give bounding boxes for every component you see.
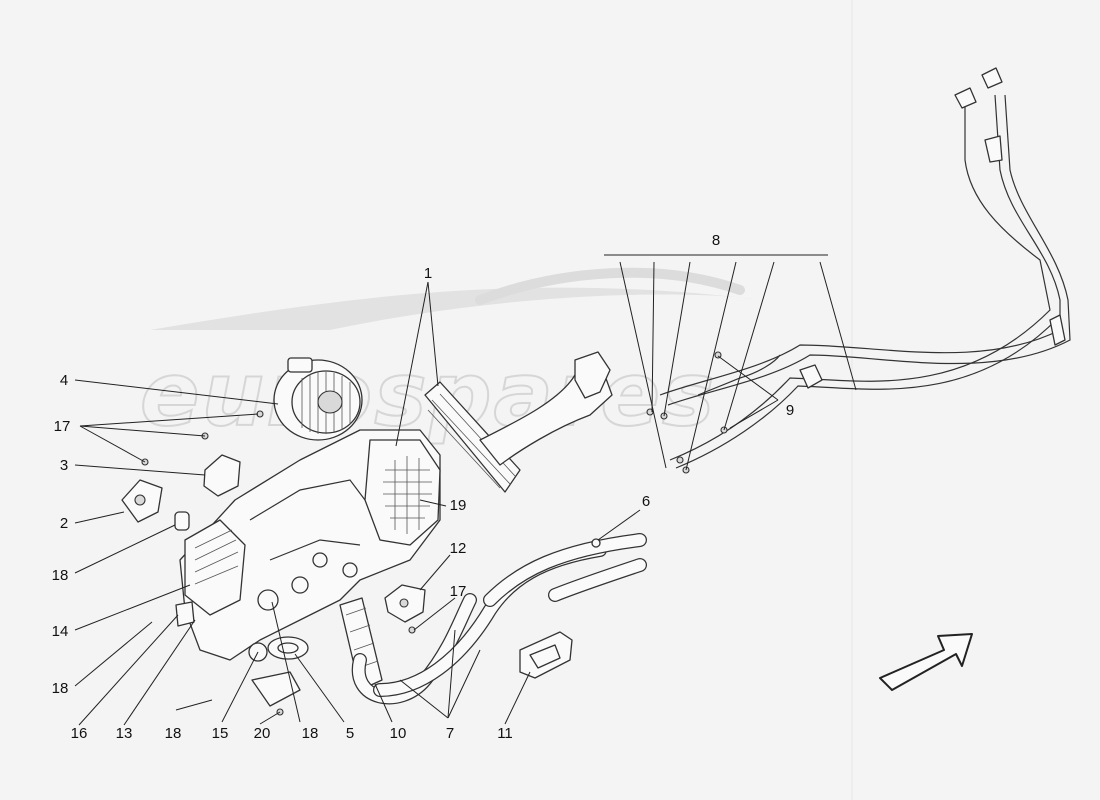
duct-arm: [479, 351, 613, 466]
callout-9: 9: [786, 402, 794, 419]
hvac-housing: [179, 429, 441, 662]
callout-11: 11: [497, 725, 513, 742]
callout-18-b: 18: [52, 680, 69, 697]
bracket-20: [251, 671, 301, 707]
callout-2: 2: [60, 515, 68, 532]
leader-lines: [74, 254, 857, 726]
clip-18: [174, 511, 190, 531]
gasket-5-inner: [277, 642, 299, 654]
callout-20: 20: [254, 725, 271, 742]
callout-4: 4: [60, 372, 68, 389]
callout-19: 19: [450, 497, 467, 514]
callout-1: 1: [424, 265, 432, 282]
callout-15: 15: [212, 725, 229, 742]
evaporator-core: [424, 381, 521, 493]
callout-17-right: 17: [450, 583, 467, 600]
callout-18-a: 18: [52, 567, 69, 584]
callout-18-c: 18: [165, 725, 182, 742]
cover-plate: [519, 631, 573, 679]
callout-12: 12: [450, 540, 467, 557]
callout-10: 10: [390, 725, 407, 742]
callout-17-left: 17: [54, 418, 71, 435]
heater-hoses: [351, 533, 647, 705]
sensor-13: [175, 601, 195, 627]
arrow-up-right-icon: [879, 633, 973, 691]
callout-6: 6: [642, 493, 650, 510]
callout-18-d: 18: [302, 725, 319, 742]
callouts: 1 2 3 4 5 6 7 8 9 10 11 12 13 14 15 16 1…: [52, 232, 795, 742]
callout-3: 3: [60, 457, 68, 474]
actuator-2: [121, 479, 163, 523]
callout-7: 7: [446, 725, 454, 742]
actuator-12: [384, 584, 426, 623]
callout-16: 16: [71, 725, 88, 742]
screw-17d: [408, 626, 416, 634]
blower-motor: [273, 357, 363, 441]
actuator-3: [203, 454, 241, 497]
callout-8: 8: [712, 232, 720, 249]
callout-13: 13: [116, 725, 133, 742]
callout-14: 14: [52, 623, 69, 640]
callout-5: 5: [346, 725, 354, 742]
